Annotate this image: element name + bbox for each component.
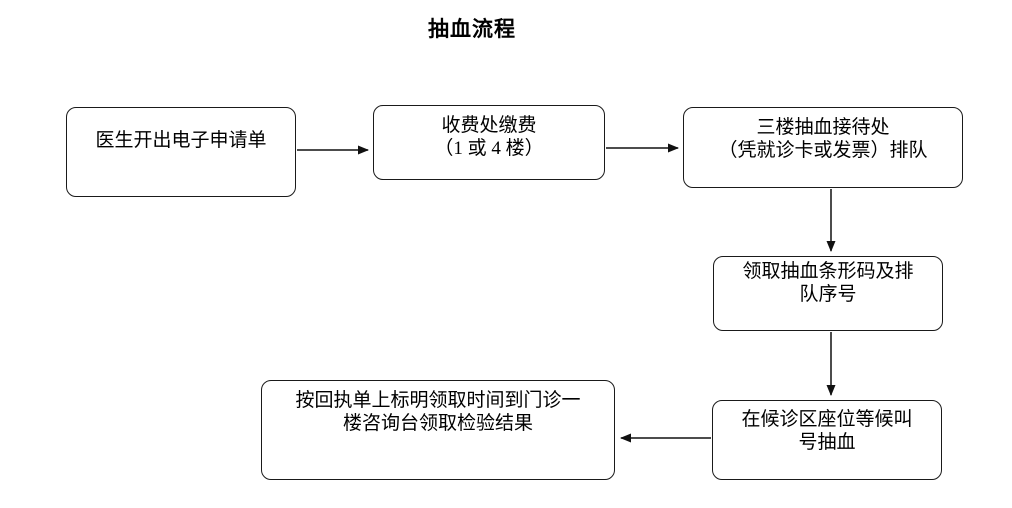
node-text: 领取抽血条形码及排	[742, 260, 914, 282]
node-text: 医生开出电子申请单	[95, 129, 267, 151]
node-get-barcode: 领取抽血条形码及排 队序号	[713, 256, 943, 331]
node-text: （1 或 4 楼）	[434, 137, 544, 159]
node-wait-call: 在候诊区座位等候叫 号抽血	[712, 400, 942, 480]
node-text: 楼咨询台领取检验结果	[342, 413, 533, 434]
node-text: 按回执单上标明领取时间到门诊一	[295, 390, 581, 411]
node-pay-fee: 收费处缴费 （1 或 4 楼）	[373, 105, 605, 180]
node-text: 队序号	[799, 283, 857, 305]
flowchart-title: 抽血流程	[428, 17, 516, 41]
node-doctor-order: 医生开出电子申请单	[66, 107, 296, 197]
node-text: 三楼抽血接待处	[756, 116, 890, 138]
node-text: 收费处缴费	[441, 114, 537, 136]
node-text: （凭就诊卡或发票）排队	[718, 139, 928, 161]
node-text: 号抽血	[798, 432, 856, 453]
node-get-result: 按回执单上标明领取时间到门诊一 楼咨询台领取检验结果	[261, 380, 615, 480]
node-text: 在候诊区座位等候叫	[741, 409, 913, 430]
node-reception-queue: 三楼抽血接待处 （凭就诊卡或发票）排队	[683, 107, 963, 188]
